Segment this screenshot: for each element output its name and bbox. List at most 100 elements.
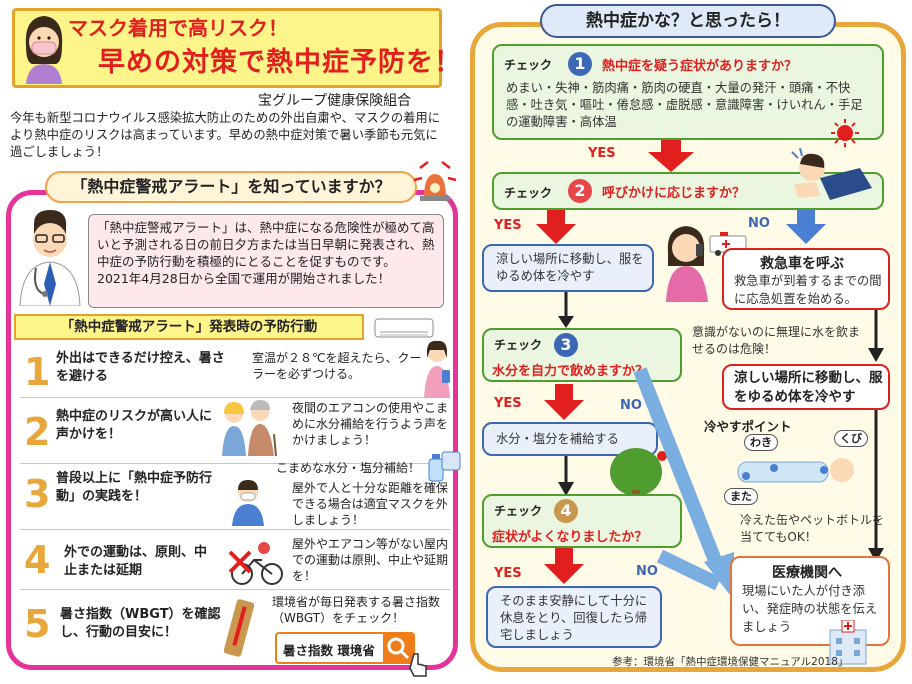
no-cycling-icon <box>228 542 283 585</box>
action-title: 普段以上に「熱中症予防行動」の実践を！ <box>56 471 213 504</box>
hydrate-text: 水分・塩分を補給する <box>496 432 619 446</box>
ambulance-body: 救急車が到着するまでの間に応急処置を始める。 <box>734 274 882 306</box>
hydrate-box: 水分・塩分を補給する <box>482 422 658 456</box>
check-4-box: チェック 4 症状がよくなりましたか？ <box>482 494 682 548</box>
symptom-list: めまい・失神・筋肉痛・筋肉の硬直・大量の発汗・頭痛・不快感・吐き気・嘔吐・倦怠感… <box>506 81 863 129</box>
siren-icon <box>413 161 457 201</box>
check-question: 症状がよくなりましたか？ <box>492 530 648 545</box>
ambulance-title: 救急車を呼ぶ <box>760 256 844 272</box>
check-number: 4 <box>554 499 578 523</box>
check-question: 水分を自力で飲めますか？ <box>492 364 649 379</box>
alert-description: 「熱中症警戒アラート」は、熱中症になる危険性が極めて高いと予測される日の前日夕方… <box>88 214 444 308</box>
action-number: 1 <box>24 350 51 394</box>
yes-label: YES <box>588 146 616 161</box>
organization-name: 宝グループ健康保険組合 <box>258 93 412 109</box>
down-arrow-red <box>536 210 576 244</box>
hospital-title: 医療機関へ <box>772 565 842 581</box>
alert-description-main: 「熱中症警戒アラート」は、熱中症になる危険性が極めて高いと予測される日の前日夕方… <box>97 220 435 269</box>
doctor-icon <box>19 210 81 306</box>
action-water-note: こまめな水分・塩分補給！ <box>276 461 421 475</box>
sun-icon <box>831 119 859 147</box>
action-item-3: 3 普段以上に「熱中症予防行動」の実践を！ こまめな水分・塩分補給！ 屋外で人と… <box>20 461 450 530</box>
yes-label: YES <box>494 218 522 233</box>
check-number: 1 <box>568 52 592 76</box>
flow-heading: 熱中症かな？と思ったら！ <box>540 4 836 38</box>
check-1-box: チェック 1 熱中症を疑う症状がありますか？ めまい・失神・筋肉痛・筋肉の硬直・… <box>492 44 884 140</box>
action-number: 4 <box>24 538 51 582</box>
action-description: 夜間のエアコンの使用やこまめに水分補給を行うよう声をかけましょう！ <box>292 401 449 447</box>
check-label: チェック <box>504 186 553 200</box>
rest-text: そのまま安静にして十分に休息をとり、回復したら帰宅しましょう <box>500 594 648 642</box>
action-title: 外での運動は、原則、中止または延期 <box>64 545 208 578</box>
action-item-4: 4 外での運動は、原則、中止または延期 屋外やエアコン等がない屋内での運動は原則… <box>20 532 450 590</box>
warning-text: 意識がないのに無理に水を飲ませるのは危険！ <box>692 325 861 356</box>
no-label: NO <box>620 398 642 413</box>
check-question: 熱中症を疑う症状がありますか？ <box>602 59 798 74</box>
title-banner <box>12 8 442 88</box>
action-description: 屋外やエアコン等がない屋内での運動は原則、中止や延期を！ <box>292 537 449 583</box>
down-arrow-red <box>544 384 584 420</box>
lying-person-icon <box>737 458 854 483</box>
salt-icon <box>441 451 461 471</box>
yes-label: YES <box>494 396 522 411</box>
down-arrow-blue <box>786 210 826 244</box>
down-arrow-black <box>868 410 884 562</box>
cool-points-note: 冷えた缶やペットボトルを当ててもOK！ <box>740 513 885 544</box>
down-arrow-red <box>544 548 584 584</box>
check-2-box: チェック 2 呼びかけに応じますか？ <box>492 172 884 210</box>
cool-place-box: 涼しい場所に移動し、服をゆるめ体を冷やす <box>482 244 654 292</box>
collapsed-person-icon <box>791 148 872 200</box>
wbgt-search-button[interactable]: 暑さ指数 環境省 <box>275 632 415 664</box>
air-conditioner-icon <box>374 318 434 338</box>
check-3-box: チェック 3 水分を自力で飲めますか？ <box>482 328 682 382</box>
search-label: 暑さ指数 環境省 <box>283 643 375 658</box>
down-arrow-red <box>648 140 694 172</box>
check-number: 2 <box>568 179 592 203</box>
hospital-box: 医療機関へ 現場にいた人が付き添い、発症時の状態を伝えましょう <box>730 556 890 646</box>
intro-paragraph: 今年も新型コロナウイルス感染拡大防止のための外出自粛や、マスクの着用により熱中症… <box>10 111 441 159</box>
cool-place-text: 涼しい場所に移動し、服をゆるめ体を冷やす <box>496 252 644 283</box>
phoning-woman-icon <box>666 226 708 302</box>
check-number: 3 <box>554 333 578 357</box>
cool-points-title: 冷やすポイント <box>704 419 792 434</box>
rest-box: そのまま安静にして十分に休息をとり、回復したら帰宅しましょう <box>486 586 662 648</box>
check-question: 呼びかけに応じますか？ <box>602 186 746 201</box>
action-title: 熱中症のリスクが高い人に声かけを！ <box>56 409 213 442</box>
action-description: 室温が２８℃を超えたら、クーラーを必ずつける。 <box>252 351 422 381</box>
masked-man-icon <box>232 480 264 526</box>
reference-note: 参考：環境省「熱中症環境保健マニュアル2018」 <box>612 656 849 668</box>
no-label: NO <box>748 216 770 231</box>
action-title: 外出はできるだけ控え、暑さを避ける <box>56 351 225 384</box>
masked-woman-icon <box>25 16 63 84</box>
blue-arrows-to-hospital <box>633 367 734 600</box>
action-number: 5 <box>24 602 51 646</box>
action-title: 暑さ指数（WBGT）を確認し、行動の目安に！ <box>60 607 221 640</box>
alert-description-start: 2021年4月28日から全国で運用が開始されました！ <box>97 271 391 286</box>
water-bottle-icon <box>428 454 444 482</box>
ambulance-box: 救急車を呼ぶ 救急車が到着するまでの間に応急処置を始める。 <box>722 248 890 310</box>
cool-point-groin: また <box>724 488 758 505</box>
action-item-5: 5 暑さ指数（WBGT）を確認し、行動の目安に！ 環境省が毎日発表する暑さ指数（… <box>20 592 450 668</box>
title-line-2: 早めの対策で熱中症予防を！ <box>98 47 462 78</box>
elderly-couple-icon <box>222 400 277 456</box>
hospital-building-icon <box>829 620 867 665</box>
title-line-1: マスク着用で高リスク！ <box>68 16 288 40</box>
action-item-1: 1 外出はできるだけ控え、暑さを避ける 室温が２８℃を超えたら、クーラーを必ずつ… <box>20 344 450 398</box>
thermometer-icon <box>224 599 254 657</box>
cool-point-neck: くび <box>834 430 868 447</box>
hospital-body: 現場にいた人が付き添い、発症時の状態を伝えましょう <box>742 584 878 634</box>
action-description: 環境省が毎日発表する暑さ指数（WBGT）をチェック！ <box>272 595 441 625</box>
action-number: 2 <box>24 410 51 454</box>
action-description: 屋外で人と十分な距離を確保できる場合は適宜マスクを外しましょう！ <box>292 481 449 527</box>
action-number: 3 <box>24 472 51 516</box>
cool-point-armpit: わき <box>744 434 778 451</box>
cool-body-text: 涼しい場所に移動し、服をゆるめ体を冷やす <box>734 370 883 405</box>
no-label: NO <box>636 564 658 579</box>
cool-body-box: 涼しい場所に移動し、服をゆるめ体を冷やす <box>722 364 890 410</box>
alert-heading: 「熱中症警戒アラート」を知っていますか？ <box>45 171 417 203</box>
action-heading: 「熱中症警戒アラート」発表時の予防行動 <box>14 314 364 340</box>
action-item-2: 2 熱中症のリスクが高い人に声かけを！ 夜間のエアコンの使用やこまめに水分補給を… <box>20 400 450 464</box>
check-label: チェック <box>504 58 553 72</box>
phone-user-icon <box>424 340 450 398</box>
down-arrow-black <box>558 456 574 496</box>
